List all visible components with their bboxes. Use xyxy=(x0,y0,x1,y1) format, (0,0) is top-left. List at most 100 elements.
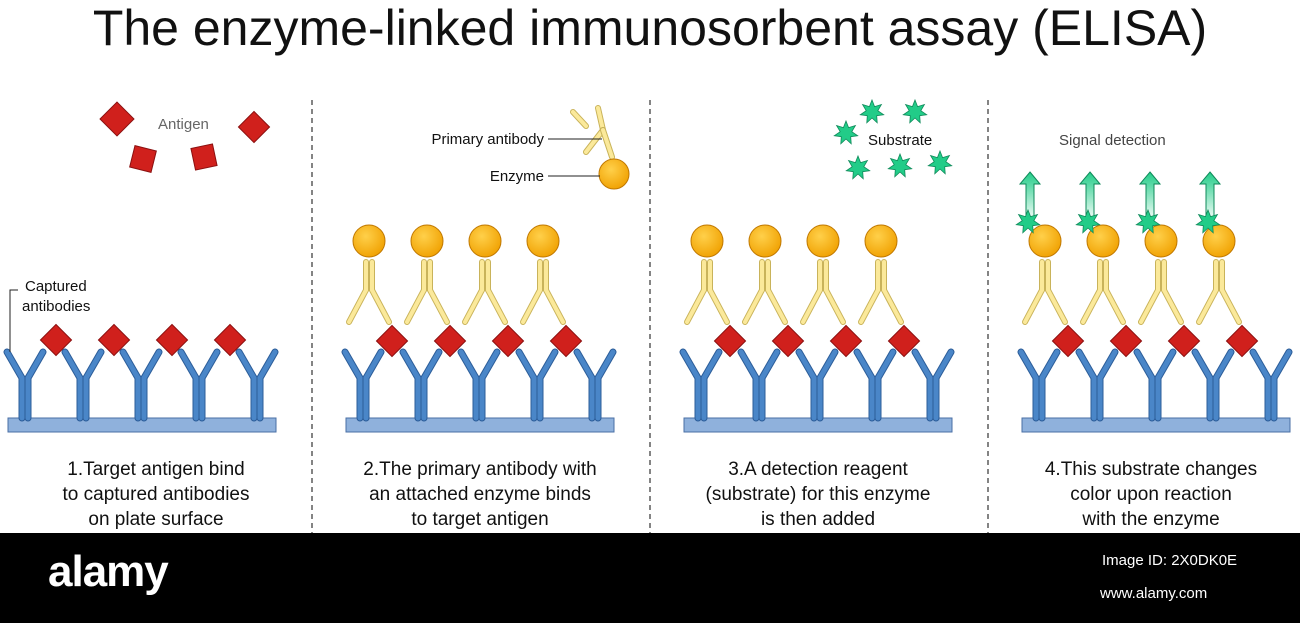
free-substrate-2 xyxy=(902,98,928,124)
step-3-caption-line-2: (substrate) for this enzyme xyxy=(705,484,931,505)
activated-substrate-2 xyxy=(1075,208,1101,234)
primary-antibody-2-4 xyxy=(520,259,566,325)
step-3-caption-line-1: 3.A detection reagent xyxy=(728,459,908,480)
captured-antibody-4-4 xyxy=(1191,348,1235,422)
primary-antibody-3-2 xyxy=(742,259,788,325)
step-2-caption-line-3: to target antigen xyxy=(411,509,549,530)
bound-antigen-1-1 xyxy=(39,323,73,357)
free-substrate-5 xyxy=(887,152,913,178)
free-antigen-1 xyxy=(99,101,135,137)
captured-antibody-2-3 xyxy=(457,348,501,422)
captured-antibody-1-2 xyxy=(61,348,105,422)
signal-detection-label: Signal detection xyxy=(1059,132,1166,149)
bound-antigen-2-2 xyxy=(433,324,467,358)
primary-antibody-2-1 xyxy=(346,259,392,325)
primary-antibody-3-4 xyxy=(858,259,904,325)
bound-antigen-3-4 xyxy=(887,324,921,358)
enzyme-3-2 xyxy=(748,224,782,258)
enzyme-label: Enzyme xyxy=(490,168,544,185)
image-id-text: Image ID: 2X0DK0E xyxy=(1102,552,1238,569)
enzyme-3-1 xyxy=(690,224,724,258)
captured-antibody-3-4 xyxy=(853,348,897,422)
step-1-caption-line-3: on plate surface xyxy=(88,509,224,530)
bound-antigen-2-1 xyxy=(375,324,409,358)
captured-antibody-2-5 xyxy=(573,348,617,422)
enzyme-2-1 xyxy=(352,224,386,258)
enzyme-3-4 xyxy=(864,224,898,258)
captured-antibody-2-2 xyxy=(399,348,443,422)
activated-substrate-1 xyxy=(1015,208,1041,234)
primary-antibody-3-3 xyxy=(800,259,846,325)
step-2-caption-line-2: an attached enzyme binds xyxy=(369,484,591,505)
bound-antigen-1-2 xyxy=(97,323,131,357)
captured-antibody-1-4 xyxy=(177,348,221,422)
bound-antigen-4-1 xyxy=(1051,324,1085,358)
free-substrate-6 xyxy=(927,149,953,175)
captured-antibody-1-5 xyxy=(235,348,279,422)
primary-antibody-4-1 xyxy=(1022,259,1068,325)
step-3-caption: 3.A detection reagent (substrate) for th… xyxy=(668,457,968,532)
enzyme-2-3 xyxy=(468,224,502,258)
enzyme-2-2 xyxy=(410,224,444,258)
captured-antibody-4-2 xyxy=(1075,348,1119,422)
captured-antibody-3-3 xyxy=(795,348,839,422)
enzyme-3-3 xyxy=(806,224,840,258)
free-substrate-1 xyxy=(859,98,885,124)
bound-antigen-2-4 xyxy=(549,324,583,358)
bound-antigen-4-2 xyxy=(1109,324,1143,358)
step-1-caption: 1.Target antigen bind to captured antibo… xyxy=(6,457,306,532)
activated-substrate-3 xyxy=(1135,208,1161,234)
enzyme-2-4 xyxy=(526,224,560,258)
example-enzyme xyxy=(598,158,630,190)
captured-antibody-1-3 xyxy=(119,348,163,422)
activated-substrate-4 xyxy=(1195,208,1221,234)
captured-antibody-3-1 xyxy=(679,348,723,422)
example-primary-antibody xyxy=(570,105,615,160)
substrate-label: Substrate xyxy=(868,132,932,149)
primary-antibody-3-1 xyxy=(684,259,730,325)
step-2-caption: 2.The primary antibody with an attached … xyxy=(330,457,630,532)
captured-antibody-3-5 xyxy=(911,348,955,422)
bound-antigen-1-3 xyxy=(155,323,189,357)
captured-antibody-2-4 xyxy=(515,348,559,422)
primary-antibody-4-3 xyxy=(1138,259,1184,325)
captured-antibody-4-5 xyxy=(1249,348,1293,422)
captured-antibody-4-1 xyxy=(1017,348,1061,422)
captured-antibodies-label-2: antibodies xyxy=(22,298,90,315)
step-1-caption-line-2: to captured antibodies xyxy=(62,484,250,505)
watermark-footer: alamy Image ID: 2X0DK0E www.alamy.com xyxy=(0,533,1300,623)
captured-antibody-1-1 xyxy=(3,348,47,422)
primary-antibody-2-3 xyxy=(462,259,508,325)
bound-antigen-4-3 xyxy=(1167,324,1201,358)
free-antigen-4 xyxy=(237,110,271,144)
enzyme-4-2 xyxy=(1086,224,1120,258)
step-1-caption-line-1: 1.Target antigen bind xyxy=(67,459,245,480)
step-3-caption-line-3: is then added xyxy=(760,509,876,530)
enzyme-4-1 xyxy=(1028,224,1062,258)
bound-antigen-4-4 xyxy=(1225,324,1259,358)
step-4-caption-line-3: with the enzyme xyxy=(1082,509,1220,530)
captured-antibody-4-3 xyxy=(1133,348,1177,422)
primary-antibody-2-2 xyxy=(404,259,450,325)
step-4-caption: 4.This substrate changes color upon reac… xyxy=(1006,457,1296,532)
page-title: The enzyme-linked immunosorbent assay (E… xyxy=(92,0,1208,56)
free-substrate-4 xyxy=(845,154,871,180)
primary-antibody-4-4 xyxy=(1196,259,1242,325)
brand-logo: alamy xyxy=(48,547,169,596)
free-antigen-3 xyxy=(190,143,218,171)
primary-antibody-4-2 xyxy=(1080,259,1126,325)
free-antigen-2 xyxy=(129,145,157,173)
bound-antigen-1-4 xyxy=(213,323,247,357)
step-4-caption-line-2: color upon reaction xyxy=(1070,484,1232,505)
bound-antigen-3-1 xyxy=(713,324,747,358)
captured-antibody-3-2 xyxy=(737,348,781,422)
step-2-caption-line-1: 2.The primary antibody with xyxy=(363,459,597,480)
captured-antibody-2-1 xyxy=(341,348,385,422)
antigen-label: Antigen xyxy=(158,116,209,133)
elisa-diagram: Antigen Captured antibodies Primary anti… xyxy=(3,98,1293,533)
bound-antigen-2-3 xyxy=(491,324,525,358)
enzyme-4-4 xyxy=(1202,224,1236,258)
primary-antibody-label: Primary antibody xyxy=(431,131,544,148)
captured-antibodies-leader xyxy=(9,289,18,352)
